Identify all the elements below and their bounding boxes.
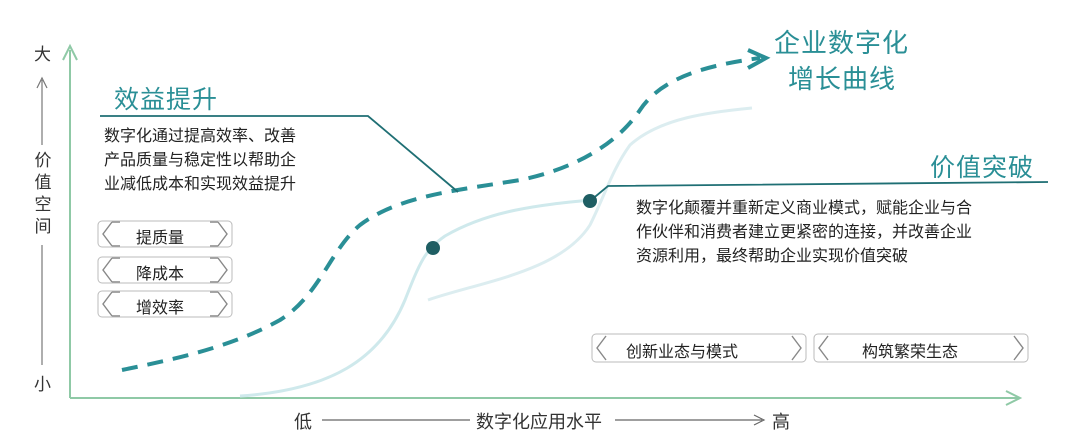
y-axis-label: 价 值 空 间 bbox=[34, 150, 52, 238]
breakthrough-leader-line bbox=[589, 181, 1049, 202]
y-axis-label-char: 间 bbox=[34, 217, 52, 237]
benefit-tag-frames bbox=[97, 220, 233, 318]
y-axis-label-char: 值 bbox=[34, 173, 52, 193]
y-axis-label-char: 空 bbox=[34, 195, 52, 215]
light-curve-lower bbox=[239, 198, 591, 398]
dashed-growth-curve bbox=[121, 56, 761, 372]
breakthrough-description-line: 资源利用，最终帮助企业实现价值突破 bbox=[636, 246, 909, 265]
benefit-leader-line bbox=[100, 115, 459, 193]
tag-innovative-business-model: 创新业态与模式 bbox=[626, 342, 739, 361]
x-axis-label: 数字化应用水平 bbox=[476, 412, 602, 433]
tag-improve-quality: 提质量 bbox=[136, 228, 185, 247]
y-axis-arrow bbox=[62, 43, 78, 61]
breakthrough-description-line: 作伙伴和消费者建立更紧密的连接，并改善企业 bbox=[636, 222, 973, 241]
benefit-description-line: 产品质量与稳定性以帮助企 bbox=[104, 150, 297, 169]
breakthrough-description: 数字化颠覆并重新定义商业模式，赋能企业与合 作伙伴和消费者建立更紧密的连接，并改… bbox=[636, 196, 972, 268]
x-axis-low-label: 低 bbox=[294, 412, 312, 433]
x-label-arrow-head bbox=[753, 414, 766, 426]
light-curve-upper bbox=[427, 106, 753, 302]
benefit-description: 数字化通过提高效率、改善 产品质量与稳定性以帮助企 业减低成本和实现效益提升 bbox=[104, 124, 296, 196]
growth-curve-title-line: 企业数字化 bbox=[774, 29, 910, 59]
breakthrough-point bbox=[583, 194, 597, 208]
tag-increase-efficiency: 增效率 bbox=[136, 298, 185, 317]
growth-curve-title: 企业数字化 增长曲线 bbox=[774, 26, 909, 98]
benefit-point bbox=[426, 241, 440, 255]
breakthrough-tag-frames bbox=[591, 333, 1029, 363]
benefit-description-line: 数字化通过提高效率、改善 bbox=[104, 126, 297, 145]
y-axis-bottom-label: 小 bbox=[34, 375, 51, 395]
y-label-arrow-head bbox=[36, 76, 48, 89]
tag-reduce-cost: 降成本 bbox=[136, 264, 185, 283]
growth-curve-title-line: 增长曲线 bbox=[788, 65, 897, 95]
x-axis-arrow bbox=[1005, 390, 1023, 406]
tag-prosperous-ecosystem: 构筑繁荣生态 bbox=[862, 342, 959, 361]
growth-curve-arrow bbox=[747, 48, 771, 70]
benefit-title: 效益提升 bbox=[114, 85, 219, 114]
breakthrough-title: 价值突破 bbox=[930, 153, 1035, 182]
x-axis-high-label: 高 bbox=[772, 412, 790, 433]
y-axis-top-label: 大 bbox=[34, 45, 51, 65]
breakthrough-description-line: 数字化颠覆并重新定义商业模式，赋能企业与合 bbox=[636, 198, 973, 217]
benefit-description-line: 业减低成本和实现效益提升 bbox=[104, 174, 297, 193]
y-axis-label-char: 价 bbox=[34, 151, 52, 171]
